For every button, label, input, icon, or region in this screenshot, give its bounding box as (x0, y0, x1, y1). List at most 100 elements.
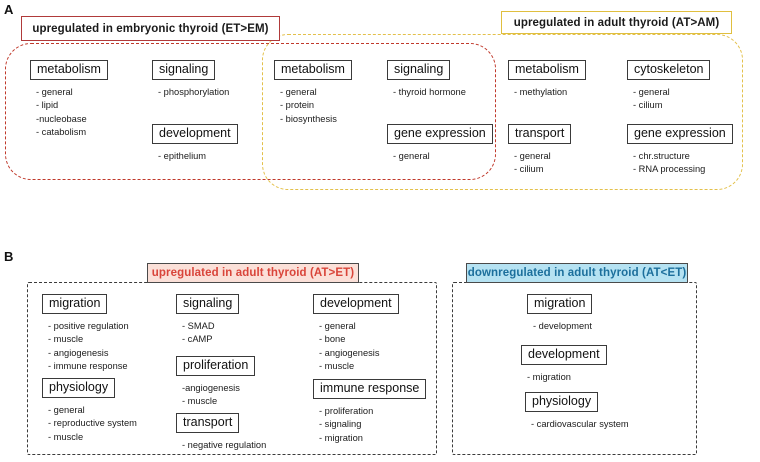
group-item-list: - development (527, 320, 592, 333)
header-upregulated-embryonic-thyroid: upregulated in embryonic thyroid (ET>EM) (21, 16, 280, 41)
group-item: - migration (319, 432, 363, 443)
group-title: proliferation (176, 356, 256, 377)
group-item-list: - chr.structure - RNA processing (627, 150, 733, 176)
group-title: migration (42, 294, 108, 315)
group-signaling-et: signaling - phosphorylation (152, 60, 229, 99)
group-cytoskeleton-at: cytoskeleton - general - cilium (627, 60, 711, 113)
header-label: upregulated in adult thyroid (AT>AM) (513, 16, 720, 29)
group-item-list: - general - cilium (508, 150, 571, 176)
group-signaling-overlap: signaling - thyroid hormone (387, 60, 466, 99)
group-item: - angiogenesis (319, 347, 380, 358)
group-item: - phosphorylation (158, 87, 230, 98)
panel-b-letter: B (4, 249, 14, 264)
group-gene-expression-overlap: gene expression - general (387, 124, 493, 163)
group-item: - muscle (48, 334, 84, 345)
region-upregulated-adult-thyroid-am (262, 34, 743, 190)
group-immune-response-up: immune response - proliferation - signal… (313, 379, 427, 445)
group-item: - cardiovascular system (531, 419, 629, 430)
group-title: immune response (313, 379, 427, 400)
group-transport-at: transport - general - cilium (508, 124, 572, 177)
group-item: - catabolism (36, 126, 87, 137)
group-item: - thyroid hormone (393, 87, 466, 98)
group-item-list: - epithelium (152, 150, 238, 163)
group-item-list: - SMAD - cAMP (176, 320, 239, 346)
group-title: metabolism (30, 60, 108, 81)
header-label: downregulated in adult thyroid (AT<ET) (467, 267, 687, 279)
group-physiology-up: physiology - general - reproductive syst… (42, 378, 137, 444)
group-title: signaling (387, 60, 451, 81)
group-item: -angiogenesis (182, 383, 240, 394)
group-item-list: - general (387, 150, 493, 163)
group-item: - general (633, 87, 670, 98)
group-item: -nucleobase (36, 113, 87, 124)
group-item: - muscle (48, 431, 84, 442)
group-item-list: -angiogenesis - muscle (176, 382, 255, 408)
group-item: - angiogenesis (48, 347, 109, 358)
group-title: transport (176, 413, 240, 434)
group-item: - proliferation (319, 406, 374, 417)
group-item: - protein (280, 100, 315, 111)
group-item-list: - general - reproductive system - muscle (42, 404, 137, 444)
group-item: - general (514, 151, 551, 162)
group-item: - signaling (319, 419, 362, 430)
group-signaling-up: signaling - SMAD - cAMP (176, 294, 240, 347)
group-proliferation-up: proliferation -angiogenesis - muscle (176, 356, 256, 409)
group-metabolism-at: metabolism - methylation (508, 60, 586, 99)
group-item: - muscle (182, 396, 218, 407)
group-item: - cilium (633, 100, 663, 111)
region-upregulated-embryonic-thyroid (5, 43, 496, 180)
group-item-list: - proliferation - signaling - migration (313, 405, 426, 445)
group-title: physiology (42, 378, 116, 399)
panel-a-letter: A (4, 2, 14, 17)
header-downregulated-adult-thyroid-et: downregulated in adult thyroid (AT<ET) (466, 263, 688, 283)
group-title: transport (508, 124, 572, 145)
group-metabolism-et: metabolism - general - lipid -nucleobase… (30, 60, 108, 139)
group-title: metabolism (508, 60, 586, 81)
group-item: - bone (319, 334, 346, 345)
header-label: upregulated in adult thyroid (AT>ET) (151, 267, 355, 279)
group-item: - epithelium (158, 151, 207, 162)
group-item: - general (48, 405, 85, 416)
group-item: - RNA processing (633, 164, 706, 175)
group-item-list: - phosphorylation (152, 86, 229, 99)
group-item-list: - migration (521, 371, 607, 384)
header-upregulated-adult-thyroid-am: upregulated in adult thyroid (AT>AM) (501, 11, 732, 34)
group-title: migration (527, 294, 593, 315)
group-migration-down: migration - development (527, 294, 593, 333)
group-title: development (313, 294, 399, 315)
group-item: - methylation (514, 87, 568, 98)
group-item-list: - cardiovascular system (525, 418, 629, 431)
group-item: - cAMP (182, 334, 213, 345)
group-title: metabolism (274, 60, 352, 81)
group-gene-expression-at: gene expression - chr.structure - RNA pr… (627, 124, 733, 177)
group-physiology-down: physiology - cardiovascular system (525, 392, 629, 431)
group-item: - immune response (48, 360, 128, 371)
group-item-list: - negative regulation (176, 439, 266, 452)
group-item-list: - thyroid hormone (387, 86, 466, 99)
group-title: cytoskeleton (627, 60, 711, 81)
group-development-up: development - general - bone - angiogene… (313, 294, 399, 373)
group-item: - lipid (36, 100, 59, 111)
group-item: - general (36, 87, 73, 98)
header-label: upregulated in embryonic thyroid (ET>EM) (32, 22, 269, 35)
group-item: - migration (527, 372, 571, 383)
group-item-list: - general - lipid -nucleobase - cataboli… (30, 86, 108, 139)
group-title: development (152, 124, 238, 145)
group-development-et: development - epithelium (152, 124, 238, 163)
group-title: development (521, 345, 607, 366)
group-item-list: - general - bone - angiogenesis - muscle (313, 320, 399, 373)
group-item: - reproductive system (48, 418, 137, 429)
group-metabolism-overlap: metabolism - general - protein - biosynt… (274, 60, 352, 126)
group-item: - SMAD (182, 321, 215, 332)
group-item: - development (533, 321, 592, 332)
group-item: - negative regulation (182, 440, 267, 451)
group-item: - general (280, 87, 317, 98)
group-title: signaling (176, 294, 240, 315)
group-item-list: - positive regulation - muscle - angioge… (42, 320, 129, 373)
group-title: signaling (152, 60, 216, 81)
group-item: - general (319, 321, 356, 332)
group-migration-up: migration - positive regulation - muscle… (42, 294, 129, 373)
group-title: gene expression (627, 124, 733, 145)
group-item-list: - general - protein - biosynthesis (274, 86, 352, 126)
group-item-list: - general - cilium (627, 86, 710, 112)
